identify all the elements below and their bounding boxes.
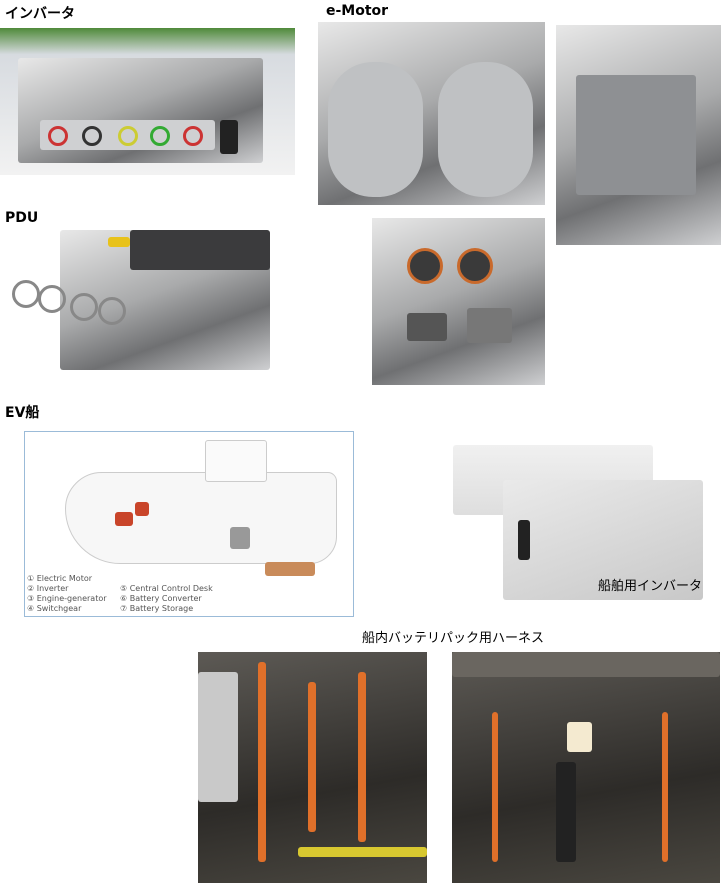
- harness-photo-2: [452, 652, 720, 883]
- inverter-photo: [0, 28, 295, 175]
- legend-item: ③ Engine-generator: [27, 594, 107, 603]
- legend-item: ② Inverter: [27, 584, 69, 593]
- diagram-legend-right: ⑤ Central Control Desk ⑥ Battery Convert…: [120, 584, 213, 614]
- diagram-legend-left: ① Electric Motor ② Inverter ③ Engine-gen…: [27, 574, 107, 614]
- ev-ship-label: EV船: [5, 405, 40, 421]
- emotor-photo-front: [318, 22, 545, 205]
- emotor-photo-side: [556, 25, 721, 245]
- legend-item: ⑥ Battery Converter: [120, 594, 202, 603]
- marine-inverter-photo: [448, 440, 720, 605]
- inverter-label: インバータ: [5, 6, 75, 22]
- ev-ship-diagram: ① Electric Motor ② Inverter ③ Engine-gen…: [24, 431, 354, 617]
- marine-inverter-label: 船舶用インバータ: [598, 579, 703, 594]
- pdu-label: PDU: [5, 210, 39, 226]
- connector-photo: [372, 218, 545, 385]
- legend-item: ⑦ Battery Storage: [120, 604, 194, 613]
- pdu-photo: [0, 225, 290, 385]
- legend-item: ① Electric Motor: [27, 574, 93, 583]
- harness-label: 船内バッテリパック用ハーネス: [362, 631, 545, 646]
- legend-item: ⑤ Central Control Desk: [120, 584, 213, 593]
- emotor-label: e-Motor: [326, 3, 389, 19]
- harness-photo-1: [198, 652, 427, 883]
- legend-item: ④ Switchgear: [27, 604, 82, 613]
